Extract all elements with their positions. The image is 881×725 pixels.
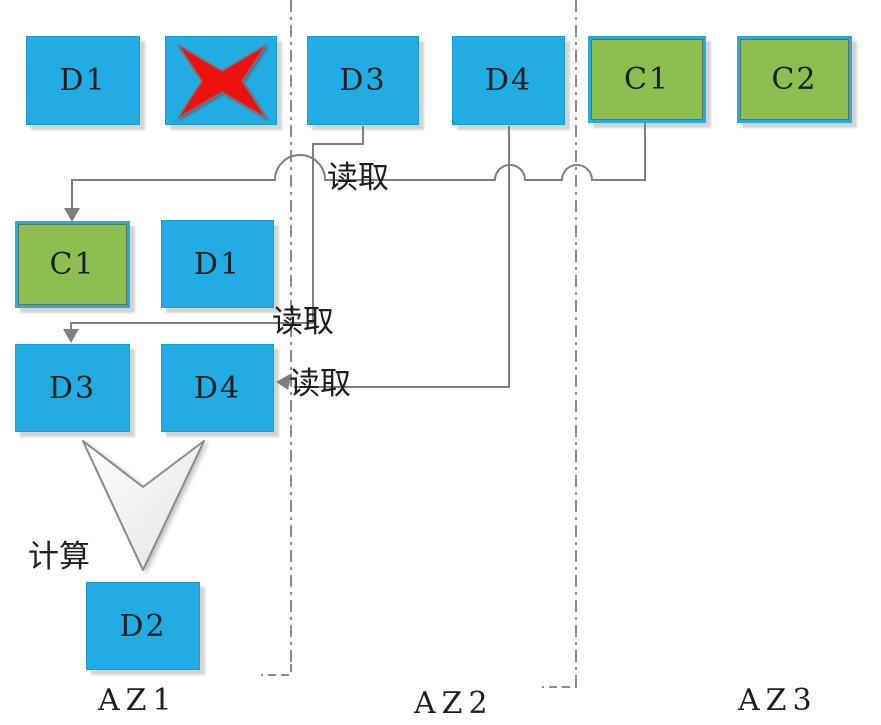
label-read-top: 读取 (327, 160, 389, 196)
zone-label-az3: AZ3 (738, 683, 818, 718)
arrowhead-into-d3-icon (63, 329, 79, 343)
block-label: D3 (339, 63, 387, 98)
compute-chevron-arrow-icon (82, 440, 205, 571)
failed-x-icon (177, 44, 267, 119)
block-az3-c2-top: C2 (737, 36, 852, 123)
block-label: C2 (771, 62, 818, 97)
arrowhead-into-c1-icon (64, 208, 80, 222)
block-label: D2 (119, 608, 167, 644)
az1-az2-boundary-corner (261, 664, 292, 676)
block-label: C1 (49, 247, 96, 282)
block-az1-d3-copy: D3 (15, 344, 130, 432)
block-az1-d4-copy: D4 (161, 344, 274, 432)
block-label: D1 (59, 63, 107, 98)
block-label: C1 (623, 62, 671, 97)
block-az1-d1-copy: D1 (161, 220, 274, 308)
zone-label-az2: AZ2 (414, 686, 494, 721)
label-read-lower: 读取 (289, 366, 351, 402)
label-read-middle: 读取 (272, 304, 334, 340)
block-az1-c1-copy: C1 (15, 221, 130, 308)
block-az2-d3-top: D3 (307, 36, 419, 125)
block-az2-d4-top: D4 (452, 36, 565, 125)
block-az1-d2-recovered: D2 (86, 582, 200, 670)
az2-az3-boundary-corner (542, 680, 577, 688)
block-label: D4 (193, 370, 242, 406)
zone-label-az1: AZ1 (98, 683, 178, 718)
block-az1-d1-top: D1 (26, 36, 140, 125)
block-label: D3 (48, 370, 97, 406)
block-label: D4 (484, 63, 533, 98)
block-az3-c1-top: C1 (588, 36, 706, 123)
block-label: D1 (193, 246, 242, 282)
block-az1-failed (165, 36, 277, 125)
label-compute: 计算 (28, 539, 90, 575)
